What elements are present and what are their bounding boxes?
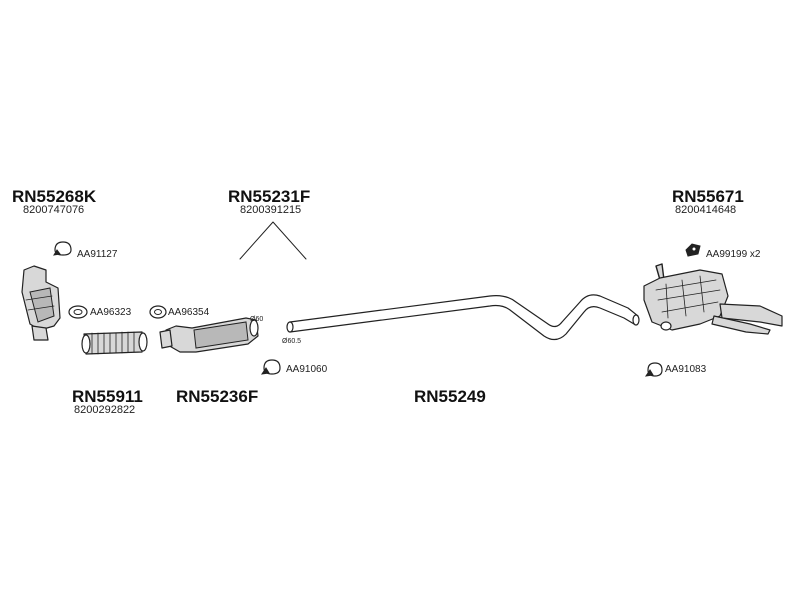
clamp-icon [53, 241, 72, 256]
rubber-mount-icon [685, 243, 701, 257]
part-code-dpf-group: RN55231F [228, 187, 311, 206]
oem-number-cat-front: 8200747076 [23, 204, 85, 216]
oem-number-dpf-group: 8200391215 [240, 204, 302, 216]
oem-number-flex-pipe: 8200292822 [74, 404, 136, 416]
part-code-dpf: RN55236F [176, 387, 259, 406]
dimension-dia-2: Ø60.5 [282, 338, 302, 345]
flex-pipe-icon [81, 331, 148, 355]
part-code-rear-muffler: RN55671 [672, 187, 744, 206]
dimension-dia-1: Ø60 [250, 316, 264, 323]
accessory-clamp-1: AA91127 [77, 249, 118, 260]
dpf-icon [159, 317, 259, 353]
clamp-icon [260, 359, 281, 375]
accessory-gasket-2: AA96354 [168, 307, 210, 318]
accessory-gasket-1: AA96323 [90, 307, 132, 318]
gasket-icon [68, 305, 88, 319]
middle-pipe-icon [286, 294, 640, 341]
catalytic-converter-icon [21, 265, 61, 341]
gasket-icon [149, 305, 167, 319]
leader-lines [239, 221, 307, 260]
part-code-flex-pipe: RN55911 [72, 387, 143, 406]
oem-number-rear-muffler: 8200414648 [675, 204, 737, 216]
part-code-cat-front: RN55268K [12, 187, 97, 206]
accessory-rubber-mount: AA99199 x2 [706, 249, 761, 260]
accessory-clamp-2: AA91060 [286, 364, 328, 375]
part-code-middle-pipe: RN55249 [414, 387, 486, 406]
rear-muffler-icon [643, 263, 783, 335]
accessory-clamp-3: AA91083 [665, 364, 707, 375]
clamp-icon [644, 362, 663, 377]
